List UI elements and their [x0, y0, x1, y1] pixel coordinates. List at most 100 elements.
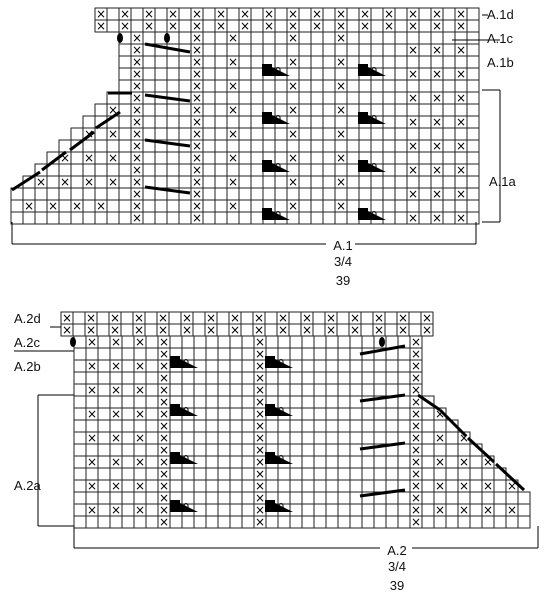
chart-cell	[385, 515, 399, 529]
chart-cell	[310, 163, 324, 177]
chart-cell	[445, 503, 459, 517]
chart-cell	[265, 419, 279, 433]
chart-cell	[121, 359, 135, 373]
chart-cell	[493, 515, 507, 529]
chart-cell	[466, 139, 480, 153]
chart-cell	[217, 479, 231, 493]
chart-cell	[421, 443, 435, 457]
slope-line	[95, 110, 121, 130]
decrease-wedge	[275, 503, 293, 512]
chart-cell	[169, 431, 183, 445]
chart-cell	[178, 163, 192, 177]
cross-symbol: ×	[411, 419, 421, 433]
chart-cell	[214, 187, 228, 201]
chart-cell	[73, 443, 87, 457]
cross-symbol: ×	[192, 139, 202, 153]
chart-cell	[301, 335, 315, 349]
chart-cell	[466, 127, 480, 141]
chart-cell	[346, 67, 360, 81]
chart-cell	[250, 139, 264, 153]
cross-symbol: ×	[255, 443, 265, 457]
chart-cell	[325, 371, 339, 385]
decrease-wedge	[272, 211, 290, 220]
chart-cell	[370, 175, 384, 189]
cross-symbol: ×	[132, 163, 142, 177]
chart-cell	[229, 431, 243, 445]
chart-cell	[178, 67, 192, 81]
chart-cell	[418, 31, 432, 45]
chart-cell	[97, 479, 111, 493]
slope-line	[11, 170, 41, 192]
chart-cell	[298, 67, 312, 81]
cross-symbol: ×	[159, 491, 169, 505]
cross-symbol: ×	[159, 347, 169, 361]
chart-cell	[325, 455, 339, 469]
chart-cell	[370, 187, 384, 201]
node-dot	[117, 33, 123, 43]
cross-symbol: ×	[87, 335, 97, 349]
chart-cell	[205, 431, 219, 445]
cross-symbol: ×	[411, 479, 421, 493]
chart-cell	[22, 211, 36, 225]
chart-cell	[408, 311, 422, 325]
chart-cell	[118, 199, 132, 213]
cross-symbol: ×	[360, 7, 370, 21]
chart-cell	[394, 103, 408, 117]
chart-cell	[322, 103, 336, 117]
chart-cell	[336, 323, 350, 337]
cross-symbol: ×	[312, 19, 322, 33]
cross-symbol: ×	[132, 199, 142, 213]
chart-cell	[202, 163, 216, 177]
chart-cell	[181, 515, 195, 529]
chart-cell	[178, 127, 192, 141]
chart-cell	[144, 323, 158, 337]
chart-cell	[169, 419, 183, 433]
chart-cell	[298, 211, 312, 225]
chart-cell	[310, 139, 324, 153]
chart-cell	[346, 91, 360, 105]
cross-symbol: ×	[336, 7, 346, 21]
chart-cell	[106, 7, 120, 21]
cross-symbol: ×	[228, 79, 238, 93]
chart-cell	[312, 323, 326, 337]
cross-symbol: ×	[422, 311, 432, 325]
filled-stitch	[170, 404, 180, 416]
chart-cell	[250, 211, 264, 225]
chart-cell	[238, 151, 252, 165]
cross-symbol: ×	[60, 151, 70, 165]
chart-cell	[298, 163, 312, 177]
chart-cell	[262, 43, 276, 57]
slope-line	[69, 130, 95, 152]
chart-cell	[442, 19, 456, 33]
chart-cell	[94, 163, 108, 177]
chart-cell	[382, 55, 396, 69]
cross-symbol: ×	[255, 407, 265, 421]
chart-cell	[58, 187, 72, 201]
chart-cell	[217, 335, 231, 349]
chart-cell	[202, 91, 216, 105]
chart-cell	[349, 371, 363, 385]
chart-cell	[289, 515, 303, 529]
chart-cell	[216, 323, 230, 337]
chart-cell	[385, 419, 399, 433]
cross-symbol: ×	[108, 103, 118, 117]
chart-cell	[121, 347, 135, 361]
chart-cell	[313, 407, 327, 421]
chart-cell	[238, 127, 252, 141]
chart-cell	[346, 31, 360, 45]
cross-symbol: ×	[132, 187, 142, 201]
chart-cell	[202, 43, 216, 57]
cross-symbol: ×	[192, 103, 202, 117]
chart-cell	[337, 431, 351, 445]
slope-line	[494, 462, 526, 492]
chart-cell	[106, 199, 120, 213]
chart-cell	[118, 139, 132, 153]
chart-cell	[265, 335, 279, 349]
label-a2b: A.2b	[14, 359, 41, 374]
filled-stitch	[358, 208, 368, 220]
decrease-wedge	[180, 503, 198, 512]
cross-symbol: ×	[159, 395, 169, 409]
cross-symbol: ×	[360, 19, 370, 33]
chart-cell	[442, 151, 456, 165]
chart-cell	[229, 419, 243, 433]
